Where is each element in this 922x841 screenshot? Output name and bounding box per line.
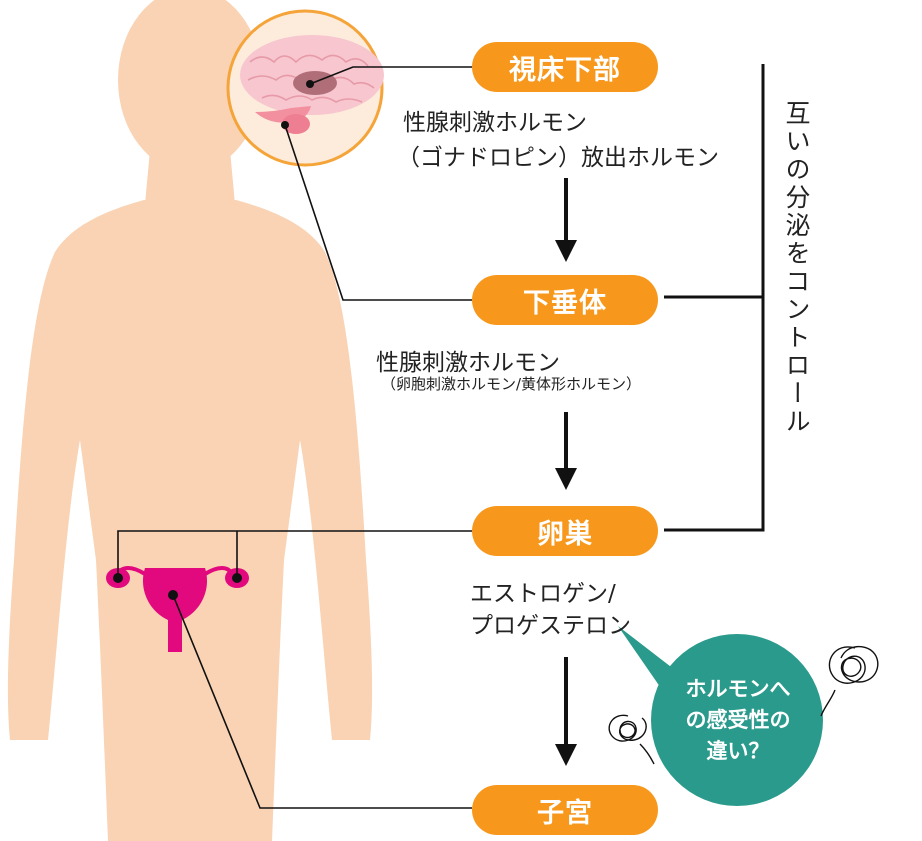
arrow-pituitary-to-ovary — [555, 412, 577, 490]
speech-bubble-line1: ホルモンへ — [685, 677, 791, 701]
node-ovary: 卵巣 — [472, 506, 658, 556]
scribble-icon — [820, 645, 879, 717]
node-hypothalamus-label: 視床下部 — [509, 54, 621, 86]
speech-bubble-line3: 違い？ — [706, 739, 770, 763]
node-pituitary-label: 下垂体 — [523, 287, 607, 319]
arrow-hypothalamus-to-pituitary — [555, 178, 577, 262]
label-ovary-hormone-line1: エストロゲン/ — [470, 581, 616, 607]
speech-bubble — [618, 626, 823, 806]
speech-bubble-text: ホルモンへ の感受性の 違い？ — [652, 674, 824, 767]
node-uterus: 子宮 — [472, 785, 658, 835]
node-uterus-label: 子宮 — [537, 797, 593, 829]
side-label-feedback: 互いの分泌をコントロール — [782, 100, 811, 436]
label-ovary-hormone-line2: プロゲステロン — [470, 613, 631, 639]
label-gonadotropin-line1: 性腺刺激ホルモン — [376, 350, 560, 376]
label-gnrh-line2: （ゴナドロピン）放出ホルモン — [397, 145, 719, 171]
scribble-icon-small — [608, 714, 655, 765]
speech-bubble-line2: の感受性の — [685, 708, 791, 732]
node-pituitary: 下垂体 — [472, 275, 658, 325]
body-silhouette — [7, 0, 373, 841]
label-gonadotropin-line2: （卵胞刺激ホルモン/黄体形ホルモン） — [381, 375, 642, 393]
leader-lines — [117, 66, 472, 809]
node-ovary-label: 卵巣 — [537, 518, 593, 550]
label-gnrh-line1: 性腺刺激ホルモン — [403, 110, 587, 136]
arrow-ovary-to-uterus — [555, 657, 577, 766]
flow-arrows — [555, 178, 577, 766]
node-hypothalamus: 視床下部 — [472, 42, 658, 92]
feedback-bracket — [664, 64, 765, 532]
